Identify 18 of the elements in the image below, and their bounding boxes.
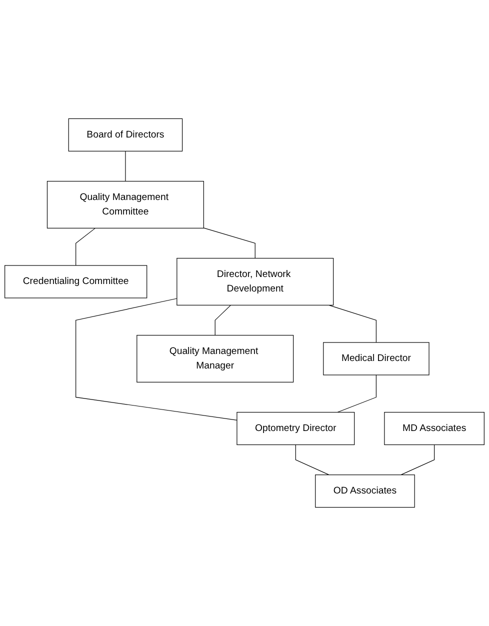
connector <box>295 444 330 476</box>
node-box: Board of Directors <box>68 118 183 152</box>
node-box: OD Associates <box>315 474 415 508</box>
node-box: Quality Management Manager <box>136 334 294 382</box>
connector <box>337 374 376 413</box>
connector <box>214 304 232 336</box>
connector <box>203 228 256 259</box>
connector <box>76 298 238 420</box>
node-box: Director, Network Development <box>176 258 334 306</box>
connector <box>76 228 96 266</box>
node-box: Optometry Director <box>236 412 355 446</box>
connector <box>125 150 126 182</box>
connector <box>328 304 376 343</box>
node-box: Medical Director <box>323 342 430 376</box>
connector <box>400 444 435 476</box>
node-box: MD Associates <box>384 412 484 446</box>
node-box: Quality Management Committee <box>46 180 204 228</box>
node-box: Credentialing Committee <box>4 265 148 298</box>
